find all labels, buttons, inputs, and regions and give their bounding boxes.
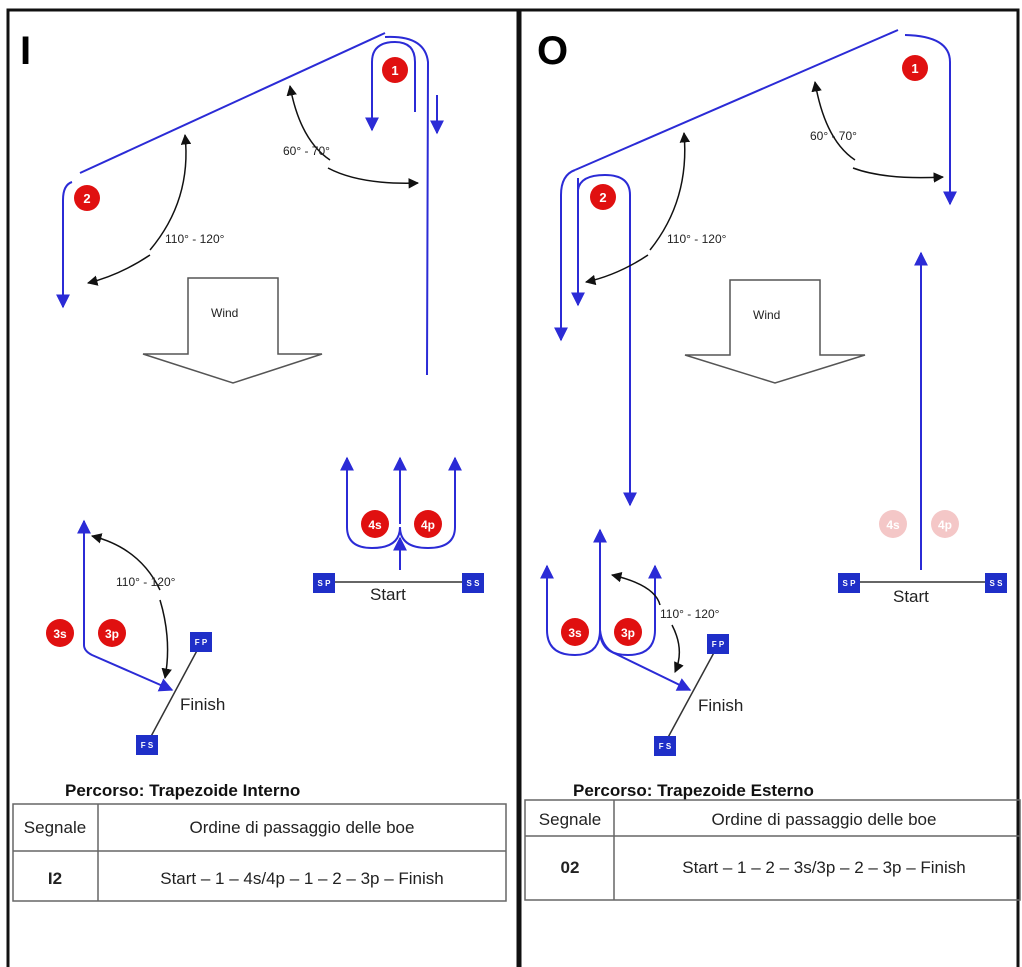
signal-table bbox=[12, 803, 507, 902]
wind-arrow bbox=[142, 277, 323, 384]
table-header-order: Ordine di passaggio delle boe bbox=[190, 818, 415, 837]
angle-label-top: 60° - 70° bbox=[283, 144, 330, 158]
angle-label-top: 60° - 70° bbox=[810, 129, 857, 143]
course-lines bbox=[540, 29, 957, 691]
start-label: Start bbox=[370, 585, 406, 604]
panel-letter: I bbox=[20, 29, 31, 73]
wind-label: Wind bbox=[211, 306, 238, 320]
svg-text:S S: S S bbox=[990, 579, 1004, 588]
table-header-signal: Segnale bbox=[24, 818, 86, 837]
box-sp: S P bbox=[313, 573, 335, 593]
svg-text:4p: 4p bbox=[421, 518, 435, 532]
box-fs: F S bbox=[136, 735, 158, 755]
course-caption: Percorso: Trapezoide Esterno bbox=[573, 781, 814, 800]
mark-3p: 3p bbox=[98, 619, 126, 647]
box-ss: S S bbox=[462, 573, 484, 593]
svg-text:3p: 3p bbox=[105, 627, 119, 641]
svg-text:F S: F S bbox=[141, 741, 154, 750]
svg-text:S P: S P bbox=[318, 579, 332, 588]
svg-text:2: 2 bbox=[83, 191, 90, 206]
angle-label-mid: 110° - 120° bbox=[667, 232, 727, 246]
panel-inner: I bbox=[12, 29, 507, 902]
angle-label-low: 110° - 120° bbox=[116, 575, 176, 589]
svg-text:3s: 3s bbox=[53, 627, 67, 641]
start-label: Start bbox=[893, 587, 929, 606]
outer-frame bbox=[6, 8, 1020, 967]
angle-arcs bbox=[86, 84, 420, 680]
box-fs: F S bbox=[654, 736, 676, 756]
box-sp: S P bbox=[838, 573, 860, 593]
table-cell-order: Start – 1 – 2 – 3s/3p – 2 – 3p – Finish bbox=[682, 858, 966, 877]
finish-label: Finish bbox=[698, 696, 743, 715]
mark-2: 2 bbox=[74, 185, 100, 211]
course-lines bbox=[56, 32, 462, 692]
table-cell-signal: I2 bbox=[48, 869, 62, 888]
angle-arcs bbox=[584, 80, 945, 673]
table-header-order: Ordine di passaggio delle boe bbox=[712, 810, 937, 829]
mark-4s: 4s bbox=[361, 510, 389, 538]
svg-text:4s: 4s bbox=[886, 518, 900, 532]
svg-text:3s: 3s bbox=[568, 626, 582, 640]
finish-label: Finish bbox=[180, 695, 225, 714]
svg-text:F P: F P bbox=[712, 640, 725, 649]
mark-3p: 3p bbox=[614, 618, 642, 646]
signal-table bbox=[524, 799, 1021, 901]
box-fp: F P bbox=[707, 634, 729, 654]
svg-text:F P: F P bbox=[195, 638, 208, 647]
course-caption: Percorso: Trapezoide Interno bbox=[65, 781, 300, 800]
svg-text:1: 1 bbox=[391, 63, 398, 78]
box-ss: S S bbox=[985, 573, 1007, 593]
panel-outer: O 60° - 70° 110° - 120° 110° bbox=[524, 29, 1021, 901]
wind-label: Wind bbox=[753, 308, 780, 322]
table-cell-signal: 02 bbox=[561, 858, 580, 877]
mark-2: 2 bbox=[590, 184, 616, 210]
svg-text:4p: 4p bbox=[938, 518, 952, 532]
box-fp: F P bbox=[190, 632, 212, 652]
mark-4p: 4p bbox=[414, 510, 442, 538]
mark-1: 1 bbox=[902, 55, 928, 81]
angle-label-low: 110° - 120° bbox=[660, 607, 720, 621]
finish-line bbox=[664, 646, 718, 744]
table-header-signal: Segnale bbox=[539, 810, 601, 829]
angle-label-mid: 110° - 120° bbox=[165, 232, 225, 246]
svg-text:S P: S P bbox=[843, 579, 857, 588]
mark-4p-faded: 4p bbox=[931, 510, 959, 538]
panel-letter: O bbox=[537, 29, 568, 73]
mark-1: 1 bbox=[382, 57, 408, 83]
svg-text:3p: 3p bbox=[621, 626, 635, 640]
mark-3s: 3s bbox=[561, 618, 589, 646]
table-cell-order: Start – 1 – 4s/4p – 1 – 2 – 3p – Finish bbox=[160, 869, 444, 888]
mark-3s: 3s bbox=[46, 619, 74, 647]
svg-text:F S: F S bbox=[659, 742, 672, 751]
svg-text:S S: S S bbox=[467, 579, 481, 588]
mark-4s-faded: 4s bbox=[879, 510, 907, 538]
svg-text:4s: 4s bbox=[368, 518, 382, 532]
finish-line bbox=[147, 644, 201, 743]
svg-text:1: 1 bbox=[911, 61, 918, 76]
svg-text:2: 2 bbox=[599, 190, 606, 205]
wind-arrow bbox=[684, 279, 866, 384]
